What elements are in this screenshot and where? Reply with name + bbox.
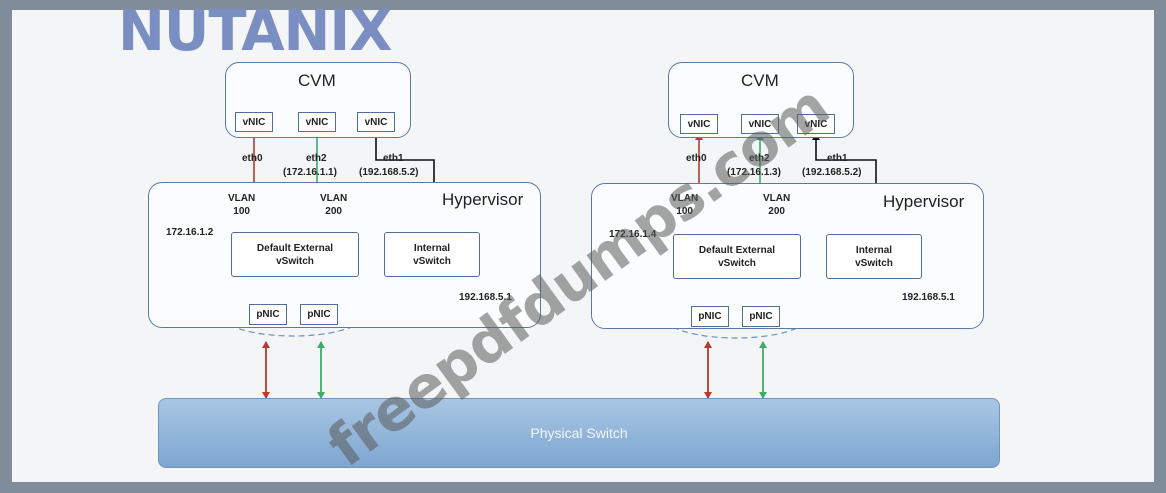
pnic-2-b: pNIC	[742, 306, 780, 327]
external-ip-2: 172.16.1.4	[609, 229, 657, 240]
eth1-label-1: eth1	[383, 153, 404, 164]
pnic-1-b: pNIC	[300, 304, 338, 325]
vlan200-label-2: VLAN 200	[763, 193, 791, 217]
physical-switch: Physical Switch	[158, 398, 1000, 468]
pnic-2-a: pNIC	[691, 306, 729, 327]
physical-switch-label: Physical Switch	[530, 425, 628, 441]
eth0-label-2: eth0	[686, 153, 707, 164]
external-ip-1: 172.16.1.2	[166, 227, 214, 238]
eth1-ip-2: (192.168.5.2)	[802, 167, 862, 178]
eth1-ip-1: (192.168.5.2)	[359, 167, 419, 178]
internal-vswitch-2: Internal vSwitch	[826, 234, 922, 279]
vnic-2-eth1: vNIC	[797, 114, 835, 134]
internal-ip-2: 192.168.5.1	[902, 292, 955, 303]
vnic-1-eth2: vNIC	[298, 112, 336, 132]
eth2-label-2: eth2	[749, 153, 770, 164]
pnic-1-a: pNIC	[249, 304, 287, 325]
eth0-label-1: eth0	[242, 153, 263, 164]
vnic-2-eth2: vNIC	[741, 114, 779, 134]
vlan200-label-1: VLAN 200	[320, 193, 348, 217]
vlan100-label-1: VLAN 100	[228, 193, 256, 217]
internal-ip-1: 192.168.5.1	[459, 292, 512, 303]
vlan100-label-2: VLAN 100	[671, 193, 699, 217]
hypervisor-title-1: Hypervisor	[442, 190, 524, 209]
vnic-2-eth0: vNIC	[680, 114, 718, 134]
cvm-title-2: CVM	[741, 71, 779, 90]
eth1-label-2: eth1	[827, 153, 848, 164]
default-external-vswitch-2: Default External vSwitch	[673, 234, 801, 279]
eth2-label-1: eth2	[306, 153, 327, 164]
vnic-1-eth1: vNIC	[357, 112, 395, 132]
nutanix-logo: NUTANIXTM	[118, 0, 410, 80]
eth2-ip-2: (172.16.1.3)	[727, 167, 781, 178]
default-external-vswitch-1: Default External vSwitch	[231, 232, 359, 277]
hypervisor-title-2: Hypervisor	[883, 192, 965, 211]
internal-vswitch-1: Internal vSwitch	[384, 232, 480, 277]
eth2-ip-1: (172.16.1.1)	[283, 167, 337, 178]
cvm-title-1: CVM	[298, 71, 336, 90]
vnic-1-eth0: vNIC	[235, 112, 273, 132]
